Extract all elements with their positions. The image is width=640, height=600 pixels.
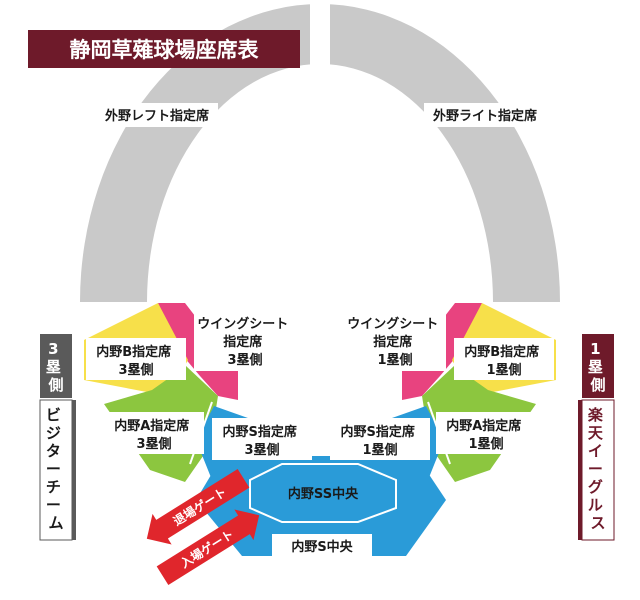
outfield-left-label-box <box>96 103 218 127</box>
outfield-right-label-box <box>424 103 546 127</box>
right-base-label: 1 塁 側 <box>588 340 608 394</box>
infield-a-3b-label-box <box>104 412 204 454</box>
left-team-bar <box>72 400 76 540</box>
wing-3b-label: ウイングシート 指定席 3塁側 <box>197 316 293 368</box>
left-team-box <box>39 399 73 541</box>
infield-s-center-label: 内野S中央 <box>291 539 353 555</box>
wing-3b-label-box <box>194 311 296 371</box>
left-team-label: ビ ジ タ ー チ ー ム <box>46 406 66 532</box>
right-base-box <box>582 334 614 398</box>
infield-b-3b-label-box <box>86 338 186 380</box>
ss-center-box <box>249 463 397 523</box>
infield-s-1b-label: 内野S指定席 1塁側 <box>341 424 420 458</box>
page-title: 静岡草薙球場座席表 <box>70 38 260 62</box>
infield-s-3b-label-box <box>212 418 312 460</box>
outfield-right-label: 外野ライト指定席 <box>432 108 537 124</box>
infield-a-1b-label: 内野A指定席 1塁側 <box>446 418 526 452</box>
left-base-box <box>40 334 72 398</box>
outfield-arc <box>80 4 560 302</box>
infield-b-1b-label-box <box>454 338 554 380</box>
title-box <box>28 30 300 68</box>
infield-b-3b-label: 内野B指定席 3塁側 <box>96 344 175 378</box>
infield-ss-center-label: 内野SS中央 <box>288 486 359 502</box>
infield-a-1b-label-box <box>436 412 536 454</box>
infield-b-1b-label: 内野B指定席 1塁側 <box>464 344 543 378</box>
left-base-label: 3 塁 側 <box>46 340 66 394</box>
infield-s-1b-label-box <box>330 418 430 460</box>
infield-s-3b-label: 内野S指定席 3塁側 <box>223 424 302 458</box>
infield-a-3b-label: 内野A指定席 3塁側 <box>114 418 194 452</box>
right-team-bar <box>578 400 582 540</box>
outfield-gap <box>310 0 330 70</box>
right-team-label: 楽 天 イ ー グ ル ス <box>588 406 608 532</box>
wing-1b-label-box <box>344 311 446 371</box>
wing-1b-label: ウイングシート 指定席 1塁側 <box>347 316 443 368</box>
outfield-left-label: 外野レフト指定席 <box>104 108 209 124</box>
infield-s-center-label-box <box>272 534 372 558</box>
